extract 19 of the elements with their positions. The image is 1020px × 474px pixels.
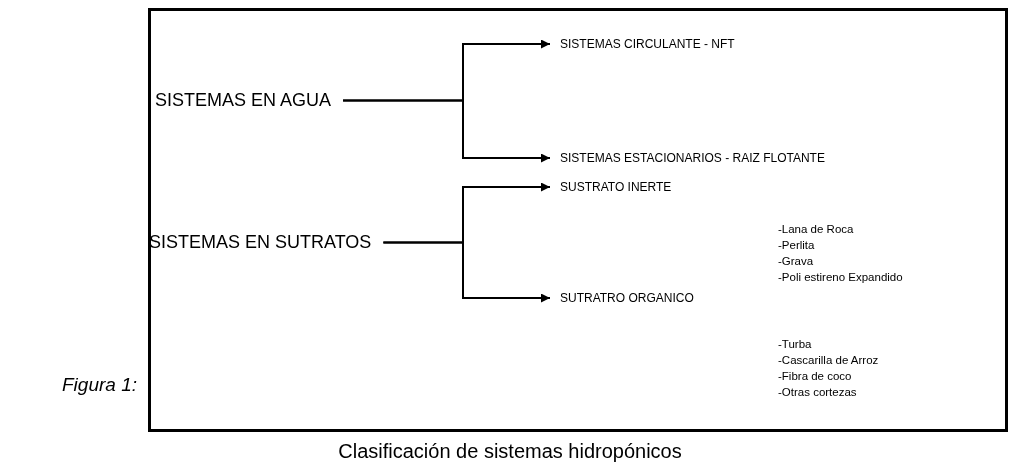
list-item: -Grava [778, 254, 815, 269]
category-label: SUTRATRO ORGANICO [558, 289, 696, 307]
category-label: SISTEMAS EN SUTRATOS [147, 230, 374, 255]
category-label: SISTEMAS ESTACIONARIOS - RAIZ FLOTANTE [558, 149, 827, 167]
caption: Clasificación de sistemas hidropónicos [337, 440, 683, 463]
list-item: -Lana de Roca [778, 222, 855, 237]
category-label: SUSTRATO INERTE [558, 178, 674, 196]
list-item: -Perlita [778, 238, 816, 253]
category-label: SISTEMAS CIRCULANTE - NFT [558, 35, 737, 53]
list-item: -Cascarilla de Arroz [778, 353, 879, 368]
list-item: -Otras cortezas [778, 385, 858, 400]
branch-arrow [382, 241, 551, 303]
frame-box [148, 8, 1008, 432]
figure-label: Figura 1: [62, 374, 137, 396]
branch-arrow [342, 99, 551, 163]
category-label: SISTEMAS EN AGUA [153, 88, 334, 113]
list-item: -Poli estireno Expandido [778, 270, 903, 285]
list-item: -Turba [778, 337, 813, 352]
list-item: -Fibra de coco [778, 369, 853, 384]
